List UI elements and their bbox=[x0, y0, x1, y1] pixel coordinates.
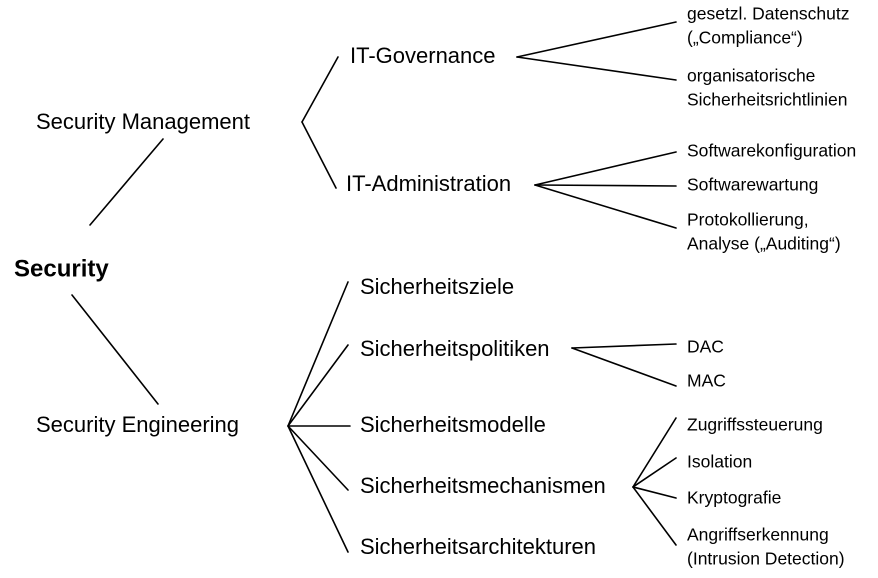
connector-security-management-to-it-governance bbox=[301, 56, 339, 123]
leaf-zugriffssteuerung-line-1: Zugriffssteuerung bbox=[687, 415, 823, 435]
connector-group-root bbox=[71, 138, 164, 405]
leaf-softwarekonfiguration-line-1: Softwarekonfiguration bbox=[687, 141, 856, 161]
leaf-gesetzl-datenschutz-line-1: gesetzl. Datenschutz bbox=[687, 4, 849, 24]
leaf-isolation-line-1: Isolation bbox=[687, 452, 752, 472]
connector-sicherheitsmechanismen-to-zugriffssteuerung bbox=[632, 417, 677, 488]
node-sicherheitsmechanismen: Sicherheitsmechanismen bbox=[360, 473, 606, 498]
connector-security-engineering-to-sicherheitsmechanismen bbox=[287, 425, 349, 491]
node-it-administration: IT-Administration bbox=[346, 171, 511, 196]
leaf-protokollierung-analyse-line-2: Analyse („Auditing“) bbox=[687, 234, 841, 254]
leaf-angriffserkennung-line-1: Angriffserkennung bbox=[687, 525, 829, 545]
connector-security-management-to-it-administration bbox=[301, 121, 337, 189]
connector-it-administration-to-protokollierung-analyse bbox=[534, 184, 677, 229]
connector-security-to-security-management bbox=[89, 138, 164, 226]
leaf-gesetzl-datenschutz: gesetzl. Datenschutz („Compliance“) bbox=[687, 4, 849, 48]
connector-group-sicherheitspolitiken bbox=[571, 343, 677, 387]
connector-sicherheitsmechanismen-to-kryptografie bbox=[632, 486, 677, 499]
node-security-management: Security Management bbox=[36, 109, 250, 134]
node-sicherheitspolitiken: Sicherheitspolitiken bbox=[360, 336, 550, 361]
leaf-zugriffssteuerung: Zugriffssteuerung bbox=[687, 415, 823, 435]
connector-group-it-administration bbox=[534, 151, 677, 229]
leaf-softwarekonfiguration: Softwarekonfiguration bbox=[687, 141, 856, 161]
leaf-organisatorische-sicherheitsrichtlinien-line-2: Sicherheitsrichtlinien bbox=[687, 90, 848, 110]
node-it-governance: IT-Governance bbox=[350, 43, 496, 68]
leaf-protokollierung-analyse-line-1: Protokollierung, bbox=[687, 210, 809, 230]
connector-group-security-engineering bbox=[287, 281, 351, 553]
connector-group-security-management bbox=[301, 56, 339, 189]
connector-security-engineering-to-sicherheitspolitiken bbox=[287, 344, 349, 427]
connector-it-administration-to-softwarewartung bbox=[534, 184, 677, 187]
leaf-angriffserkennung: Angriffserkennung (Intrusion Detection) bbox=[687, 525, 845, 569]
leaf-dac-line-1: DAC bbox=[687, 337, 724, 357]
leaf-isolation: Isolation bbox=[687, 452, 752, 472]
node-sicherheitsmodelle: Sicherheitsmodelle bbox=[360, 412, 546, 437]
leaf-softwarewartung: Softwarewartung bbox=[687, 175, 818, 195]
node-security-root: Security bbox=[14, 255, 109, 282]
connector-security-engineering-to-sicherheitsziele bbox=[287, 281, 349, 427]
leaf-organisatorische-sicherheitsrichtlinien-line-1: organisatorische bbox=[687, 66, 815, 86]
connector-security-to-security-engineering bbox=[71, 294, 159, 405]
connector-security-engineering-to-sicherheitsarchitekturen bbox=[287, 425, 349, 553]
leaf-protokollierung-analyse: Protokollierung, Analyse („Auditing“) bbox=[687, 210, 841, 254]
leaf-organisatorische-sicherheitsrichtlinien: organisatorische Sicherheitsrichtlinien bbox=[687, 66, 848, 110]
leaf-mac-line-1: MAC bbox=[687, 371, 726, 391]
leaf-kryptografie-line-1: Kryptografie bbox=[687, 488, 781, 508]
connector-it-administration-to-softwarekonfiguration bbox=[534, 151, 677, 186]
node-sicherheitsziele: Sicherheitsziele bbox=[360, 274, 514, 299]
connector-group-it-governance bbox=[516, 21, 677, 81]
connector-sicherheitspolitiken-to-mac bbox=[571, 347, 677, 387]
leaf-kryptografie: Kryptografie bbox=[687, 488, 781, 508]
leaf-gesetzl-datenschutz-line-2: („Compliance“) bbox=[687, 28, 803, 48]
leaf-angriffserkennung-line-2: (Intrusion Detection) bbox=[687, 549, 845, 569]
connector-it-governance-to-gesetzl-datenschutz bbox=[516, 21, 677, 58]
leaf-dac: DAC bbox=[687, 337, 724, 357]
connector-it-governance-to-organisatorische-sicherheitsrichtlinien bbox=[516, 56, 677, 81]
leaf-mac: MAC bbox=[687, 371, 726, 391]
connector-group-sicherheitsmechanismen bbox=[632, 417, 677, 546]
connector-sicherheitsmechanismen-to-angriffserkennung bbox=[632, 486, 677, 546]
node-security-engineering: Security Engineering bbox=[36, 412, 239, 437]
leaf-softwarewartung-line-1: Softwarewartung bbox=[687, 175, 818, 195]
node-sicherheitsarchitekturen: Sicherheitsarchitekturen bbox=[360, 534, 596, 559]
connector-sicherheitsmechanismen-to-isolation bbox=[632, 457, 677, 488]
connector-sicherheitspolitiken-to-dac bbox=[571, 343, 677, 349]
